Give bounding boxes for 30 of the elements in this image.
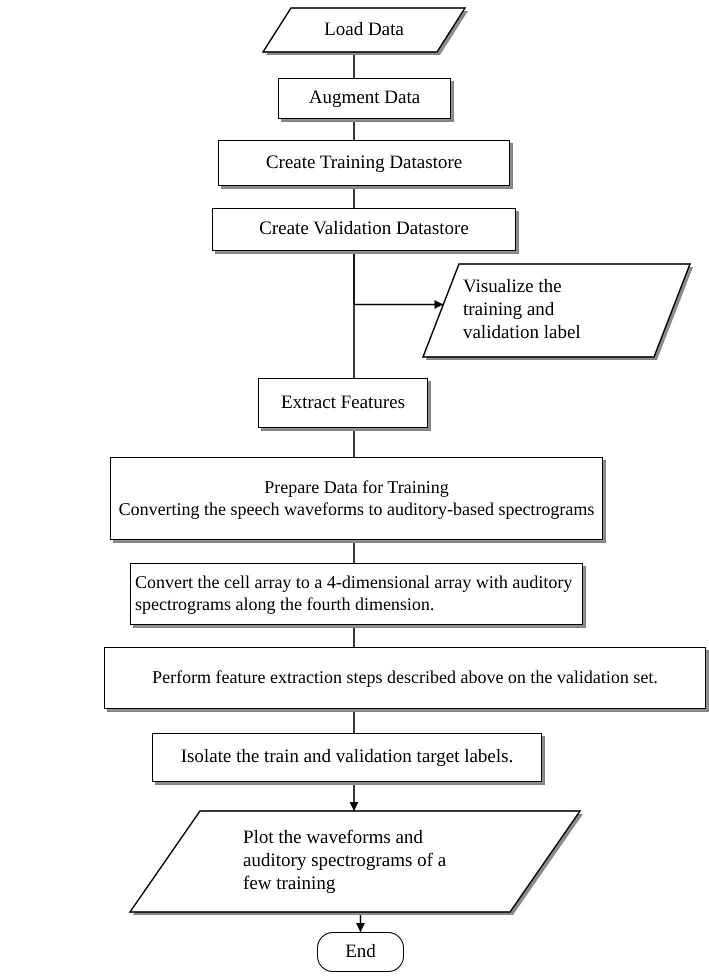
step-text: Converting the speech waveforms to auditory-based spectrograms [118, 498, 596, 520]
process-box [104, 647, 706, 709]
io-parallelogram [130, 811, 580, 912]
step-text: Create Validation Datastore [258, 218, 470, 241]
step-text: End [345, 940, 376, 964]
step-text: Visualize the training and validation label [463, 276, 582, 345]
connector-line [353, 428, 355, 457]
process-box [278, 78, 451, 119]
process-box [130, 563, 583, 625]
connector-line [353, 709, 355, 733]
step-text: Load Data [323, 18, 405, 42]
step-text: Extract Features [280, 392, 406, 414]
arrow [350, 782, 358, 811]
connector-line [353, 251, 355, 378]
process-box [152, 733, 542, 782]
process-box [110, 457, 603, 540]
process-box [218, 140, 510, 186]
connector-line [353, 119, 355, 140]
step-text: Plot the waveforms and auditory spectrograms of a few training [243, 827, 448, 896]
step-text: Convert the cell array to a 4-dimensional array with auditory spectrograms along the fourth dimension. [134, 572, 574, 616]
io-parallelogram [423, 264, 690, 357]
process-box [212, 208, 516, 251]
terminal-box [317, 932, 404, 972]
io-parallelogram [263, 8, 465, 52]
step-text: Create Training Datastore [264, 152, 464, 174]
step-heading: Prepare Data for Training [263, 476, 450, 498]
step-text: Augment Data [308, 87, 422, 110]
step-text: Perform feature extraction steps described above on the validation set. [151, 667, 659, 689]
process-box [258, 378, 428, 428]
step-text: Isolate the train and validation target labels. [180, 746, 514, 769]
